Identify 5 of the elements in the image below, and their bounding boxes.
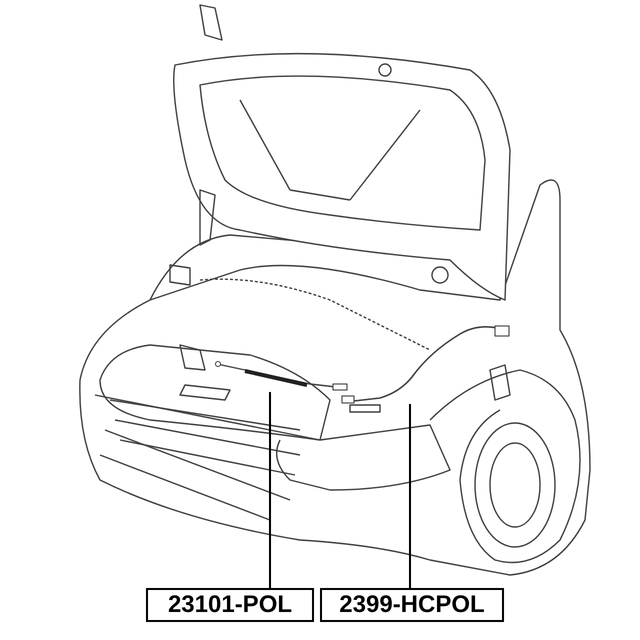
part-number-label: 2399-HCPOL: [320, 588, 504, 622]
leader-line: [269, 392, 271, 588]
leader-line: [409, 404, 411, 588]
part-number-label: 23101-POL: [146, 588, 314, 622]
cable-drawing: [215, 360, 350, 392]
